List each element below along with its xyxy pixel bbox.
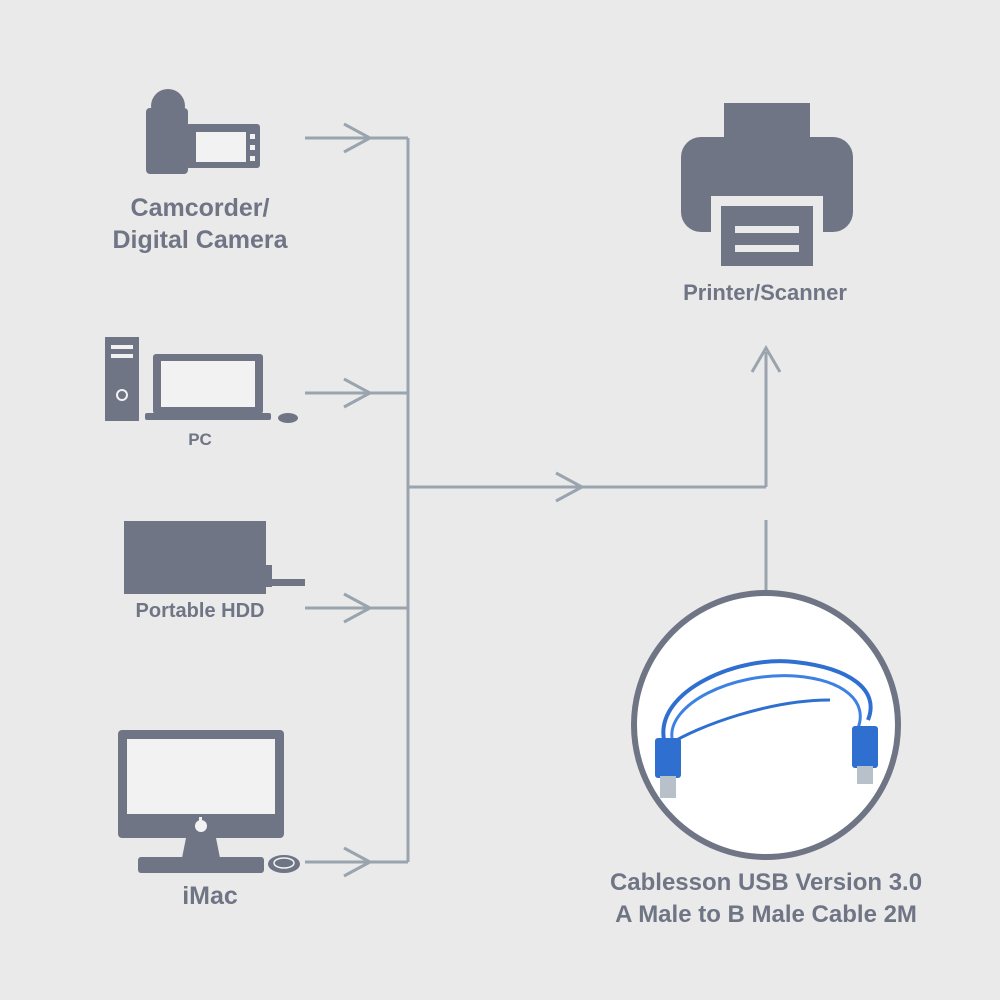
pc-icon <box>105 337 298 423</box>
camcorder-label: Camcorder/ Digital Camera <box>80 192 320 256</box>
arrow-output <box>555 471 586 503</box>
arrow-hdd <box>343 592 374 624</box>
arrow-printer <box>750 345 782 373</box>
usb-cable-icon <box>631 590 901 860</box>
cable-label: Cablesson USB Version 3.0 A Male to B Ma… <box>585 867 947 931</box>
imac-label-line-1: iMac <box>182 882 238 910</box>
hdd-label-line-1: Portable HDD <box>135 600 265 622</box>
pc-label-line-1: PC <box>188 430 212 449</box>
imac-icon <box>118 730 300 873</box>
camcorder-label-line-2: Digital Camera <box>112 226 288 254</box>
pc-label: PC <box>160 430 240 450</box>
printer-icon <box>681 103 853 272</box>
cable-label-line-1: Cablesson USB Version 3.0 <box>609 869 923 896</box>
cable-label-line-2: A Male to B Male Cable 2M <box>615 901 917 928</box>
arrow-camcorder <box>343 122 374 154</box>
arrow-imac <box>343 846 374 878</box>
connection-lines <box>305 136 768 864</box>
camcorder-label-line-1: Camcorder/ <box>130 194 270 222</box>
hdd-label: Portable HDD <box>100 600 300 623</box>
camcorder-icon <box>146 89 260 174</box>
printer-label: Printer/Scanner <box>683 280 847 305</box>
imac-label: iMac <box>140 880 280 912</box>
hdd-icon <box>124 521 305 594</box>
arrowheads <box>343 122 782 878</box>
arrow-pc <box>343 377 374 409</box>
